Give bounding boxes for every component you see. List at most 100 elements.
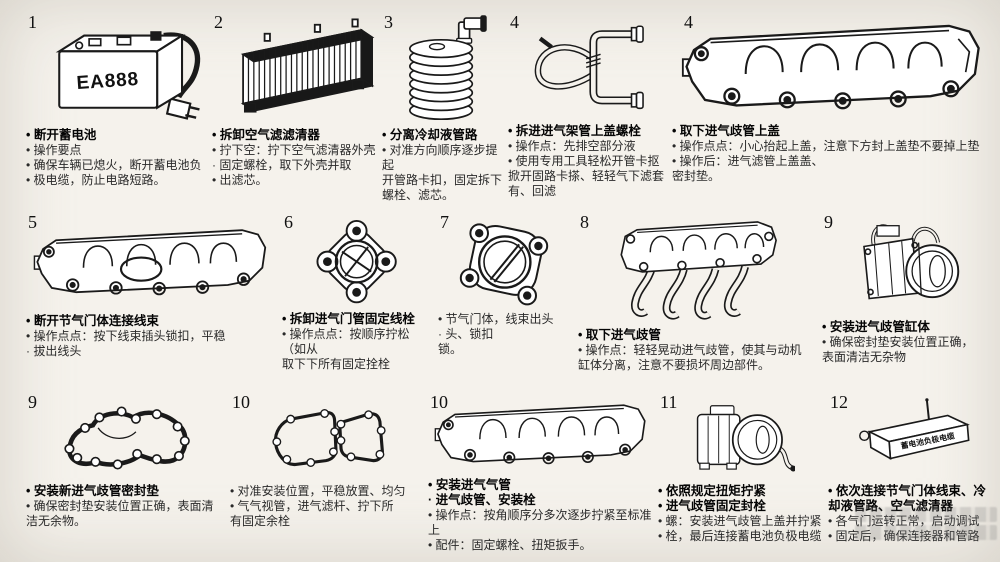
step-4-intake-pipe: 4 • 拆进进气架管上盖螺栓 • 操作点：先排空部分液 • 使用专用工具轻松开管… (508, 12, 670, 199)
step-line: 表面清洁无杂物 (822, 350, 907, 364)
step-line: • 各气门运转正常，启动调试 (828, 514, 980, 528)
step-line: 洁无余物。 (26, 514, 87, 528)
step-number: 3 (384, 12, 393, 32)
step-line: • 操作要点 (26, 143, 82, 157)
step-title: • 断开蓄电池 (26, 128, 97, 142)
step-title: • 依照规定扭矩拧紧 (658, 484, 766, 498)
step-title: • 拆进进气架管上盖螺栓 (508, 124, 641, 138)
intake-pipe-illustration (534, 25, 644, 110)
step-title: · 进气歧管、安装栓 (428, 493, 536, 507)
manifold-runners-illustration (620, 221, 777, 320)
step-number: 1 (28, 12, 37, 32)
step-number: 11 (660, 392, 678, 412)
step-title: 却液管路、空气滤清器 (828, 499, 954, 513)
step-title: • 断开节气门体连接线束 (26, 314, 159, 328)
step-line: • 使用专用工具轻松开管卡抠 (508, 154, 660, 168)
step-line: • 固定后，确保连接器和管路 (828, 529, 980, 543)
step-title: • 安装进气气管 (428, 478, 511, 492)
step-number: 2 (214, 12, 223, 32)
step-8-manifold-runners: 8 • 取下进气歧管 • 操作点：轻轻晃动进气歧管，使其与动机 缸体分离，注意不… (578, 212, 818, 373)
step-7-throttle-body: 7 • 节气门体，线束出头 · 头、锁扣 锁。 (438, 212, 573, 357)
step-line: • 螺：安装进气歧管上盖并拧紧 (658, 514, 822, 528)
step-12-cable-box: 12 蓄电池负极电缆 • 依次连接节气门体线束、冷 却液管路、空气滤清器 • 各… (828, 392, 996, 544)
step-line: · 固定螺栓，取下外壳并取 (212, 158, 352, 172)
battery-cable-box-illustration: 蓄电池负极电缆 (859, 398, 970, 460)
step-title: • 拆卸进气门管固定线栓 (282, 312, 415, 326)
battery-label: EA888 (76, 69, 140, 94)
step-number: 10 (232, 392, 250, 412)
step-line: • 操作点点：小心抬起上盖，注意下方封上盖垫不要掉上垫 (672, 139, 980, 153)
step-line: • 操作点：先排空部分液 (508, 139, 636, 153)
step-line: • 节气门体，线束出头 (438, 312, 554, 326)
step-10a-gasket-pair: 10 • 对准安装位置，平稳放置、均匀 • 气气视管，进气滤杆、拧下所 有固定余… (230, 392, 422, 529)
step-number: 4 (684, 12, 693, 32)
step-title: • 安装进气歧管缸体 (822, 320, 930, 334)
step-line: • 配件：固定螺栓、扭矩扳手。 (428, 538, 592, 552)
gaskets-pair-illustration (272, 409, 386, 467)
throttle-assembly-illustration (863, 224, 960, 300)
step-10b-manifold-install: 10 • 安装进气气管 · 进气歧管、安装栓 • 操作点：按角顺序分多次逐步拧紧… (428, 392, 656, 553)
step-line: • 操作后：进气滤管上盖盖、 (672, 154, 824, 168)
step-line: 螺栓、滤芯。 (382, 188, 455, 202)
step-number: 9 (28, 392, 37, 412)
step-line: • 气气视管，进气滤杆、拧下所 (230, 499, 394, 513)
step-line: 密封垫。 (672, 169, 721, 183)
step-line: • 确保车辆已熄火，断开蓄电池负 (26, 158, 202, 172)
step-6-flange-gasket: 6 • 拆卸进气门管固定线栓 • 操作点点：按顺序拧松（如从 取下下所有固定拴栓 (282, 212, 432, 372)
step-line: • 对准方向顺序逐步提起 (382, 143, 498, 172)
step-line: • 确保密封垫安装位置正确， (822, 335, 974, 349)
step-line: • 操作点：按角顺序分多次逐步拧紧至标准上 (428, 508, 652, 537)
step-number: 6 (284, 212, 293, 232)
step-line: · 拔出线头 (26, 344, 82, 358)
manifold-install-illustration (434, 404, 646, 465)
step-title: • 取下进气歧管上盖 (672, 124, 780, 138)
step-line: 取下下所有固定拴栓 (282, 357, 391, 371)
gasket-cross-illustration (316, 219, 397, 304)
air-filter-illustration (240, 18, 375, 113)
step-line: • 极电缆，防止电路短路。 (26, 173, 166, 187)
step-line: • 栓，最后连接蓄电池负极电缆 (658, 529, 822, 543)
step-number: 5 (28, 212, 37, 232)
step-number: 8 (580, 212, 589, 232)
manifold-cover-illustration (33, 229, 267, 296)
step-2-air-filter: 2 • 拆卸空气滤滤清器 • 拧下空：拧下空气滤清器外壳 · 固定螺栓，取下外壳… (212, 12, 390, 188)
step-title: • 拆卸空气滤滤清器 (212, 128, 320, 142)
step-line: • 出滤芯。 (212, 173, 268, 187)
step-title: • 安装新进气歧管密封垫 (26, 484, 159, 498)
step-title: • 取下进气歧管 (578, 328, 661, 342)
step-9b-seal-gasket: 9 • 安装新进气歧管密封垫 • 确保密封垫安装位置正确，表面清 洁无余物。 (26, 392, 226, 529)
step-line: • 确保密封垫安装位置正确，表面清 (26, 499, 214, 513)
step-number: 12 (830, 392, 848, 412)
step-3-coolant-hose: 3 • 分离冷却液管路 • 对准方向顺序逐步提起 开管路卡扣，固定拆下 螺栓、滤… (382, 12, 507, 203)
step-1-battery: 1 EA888 • 断开蓄电池 • 操作要点 • 确保车辆已熄火，断开蓄电池负 … (26, 12, 218, 188)
step-line: 缸体分离，注意不要损坏周边部件。 (578, 358, 771, 372)
step-line: 锁。 (438, 342, 463, 356)
motor-illustration (696, 405, 796, 472)
watermark (855, 504, 997, 550)
step-title: • 分离冷却液管路 (382, 128, 478, 142)
step-line: • 对准安装位置，平稳放置、均匀 (230, 484, 406, 498)
step-number: 7 (440, 212, 449, 232)
step-title: • 进气歧管固定封栓 (658, 499, 766, 513)
battery-illustration: EA888 (55, 31, 201, 120)
throttle-body-illustration (459, 223, 548, 306)
step-line: · 头、锁扣 (438, 327, 494, 341)
coolant-hose-illustration (408, 15, 487, 121)
step-title: • 依次连接节气门体线束、冷 (828, 484, 986, 498)
step-9-assembly: 9 • 安装进气歧管缸体 • 确保密封垫安装位置正确， 表面清洁无杂物 (822, 212, 994, 365)
step-line: 开管路卡扣，固定拆下 (382, 173, 503, 187)
step-line: 有、回滤 (508, 184, 557, 198)
step-line: 掀开固路卡搽、轻轻气下滤套 (508, 169, 665, 183)
step-11-motor: 11 • 依照规定扭矩拧紧 • 进气歧管固定封栓 • 螺：安装进气歧管上盖并拧紧… (658, 392, 824, 544)
step-4b-manifold-cover: 4 • 取下进气歧管上盖 • 操作点点：小心抬起上盖，注意下方封上盖垫不要掉上垫… (672, 12, 994, 184)
step-line: 有固定余栓 (230, 514, 291, 528)
seal-gasket-illustration (64, 406, 191, 470)
step-number: 10 (430, 392, 448, 412)
step-5-throttle-harness: 5 • 断开节气门体连接线束 • 操作点点：按下线束插头锁扣，平稳 · 拔出线头 (26, 212, 278, 359)
step-line: • 操作点点：按下线束插头锁扣，平稳 (26, 329, 226, 343)
step-number: 4 (510, 12, 519, 32)
step-line: • 操作点点：按顺序拧松（如从 (282, 327, 410, 356)
step-number: 9 (824, 212, 833, 232)
step-line: • 拧下空：拧下空气滤清器外壳 (212, 143, 376, 157)
